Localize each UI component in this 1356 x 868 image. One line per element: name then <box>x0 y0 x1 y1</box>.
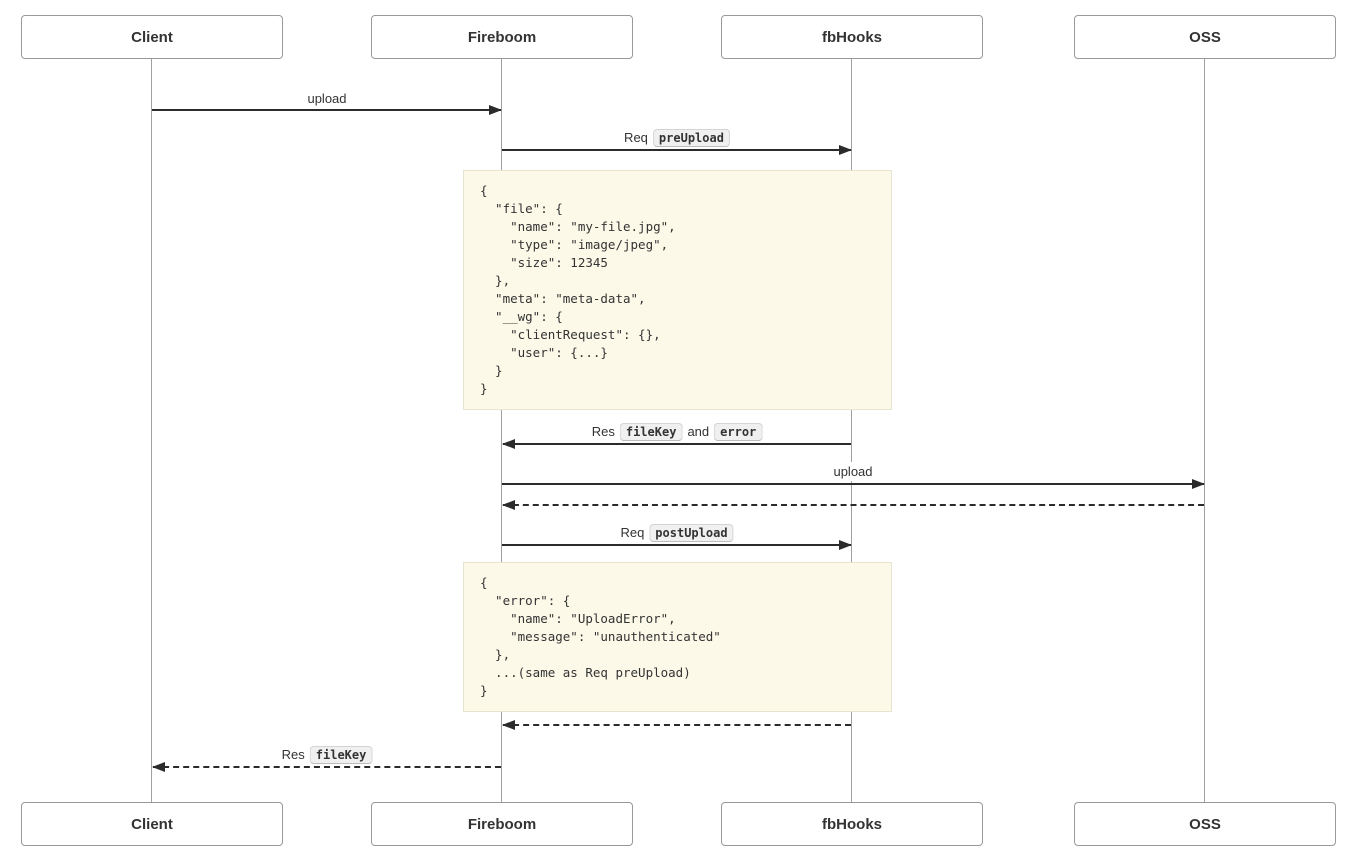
arrowhead-left-icon <box>502 720 515 730</box>
actor-label: OSS <box>1189 815 1221 833</box>
actor-label: fbHooks <box>822 815 882 833</box>
message-line-req-preupload <box>502 149 851 151</box>
actor-client-bottom: Client <box>21 802 283 846</box>
actor-fireboom-top: Fireboom <box>371 15 633 59</box>
arrowhead-right-icon <box>839 145 852 155</box>
arrowhead-right-icon <box>839 540 852 550</box>
code-badge-filekey: fileKey <box>619 422 683 441</box>
lifeline-fbhooks <box>851 59 852 802</box>
message-label-upload-fireboom-oss: upload <box>830 462 876 481</box>
arrowhead-left-icon <box>152 762 165 772</box>
message-line-fbhooks-return <box>503 724 851 726</box>
actor-label: Fireboom <box>467 28 537 46</box>
message-line-oss-return <box>503 504 1204 506</box>
code-badge-filekey: fileKey <box>309 745 373 764</box>
actor-label: Client <box>131 28 173 46</box>
actor-oss-top: OSS <box>1074 15 1336 59</box>
arrowhead-right-icon <box>1192 479 1205 489</box>
code-badge-error: error <box>714 422 763 441</box>
arrowhead-left-icon <box>502 439 515 449</box>
arrowhead-right-icon <box>489 105 502 115</box>
code-badge-postupload: postUpload <box>649 523 734 542</box>
code-badge-preupload: preUpload <box>652 128 730 147</box>
note-postupload-payload: { "error": { "name": "UploadError", "mes… <box>463 562 892 712</box>
actor-label: Client <box>131 815 173 833</box>
lifeline-oss <box>1204 59 1205 802</box>
actor-label: Fireboom <box>467 815 537 833</box>
message-line-req-postupload <box>502 544 851 546</box>
lifeline-fireboom <box>501 59 502 802</box>
note-preupload-payload: { "file": { "name": "my-file.jpg", "type… <box>463 170 892 410</box>
actor-label: OSS <box>1189 28 1221 46</box>
message-line-res-filekey <box>153 766 501 768</box>
actor-fireboom-bottom: Fireboom <box>371 802 633 846</box>
message-line-upload-fireboom-oss <box>502 483 1204 485</box>
message-line-res-filekey-and-error <box>503 443 851 445</box>
message-label-upload-client-fireboom: upload <box>304 89 350 108</box>
actor-fbhooks-top: fbHooks <box>721 15 983 59</box>
actor-label: fbHooks <box>822 28 882 46</box>
message-line-upload-client-fireboom <box>152 109 501 111</box>
arrowhead-left-icon <box>502 500 515 510</box>
lifeline-client <box>151 59 152 802</box>
actor-oss-bottom: OSS <box>1074 802 1336 846</box>
actor-fbhooks-bottom: fbHooks <box>721 802 983 846</box>
actor-client-top: Client <box>21 15 283 59</box>
